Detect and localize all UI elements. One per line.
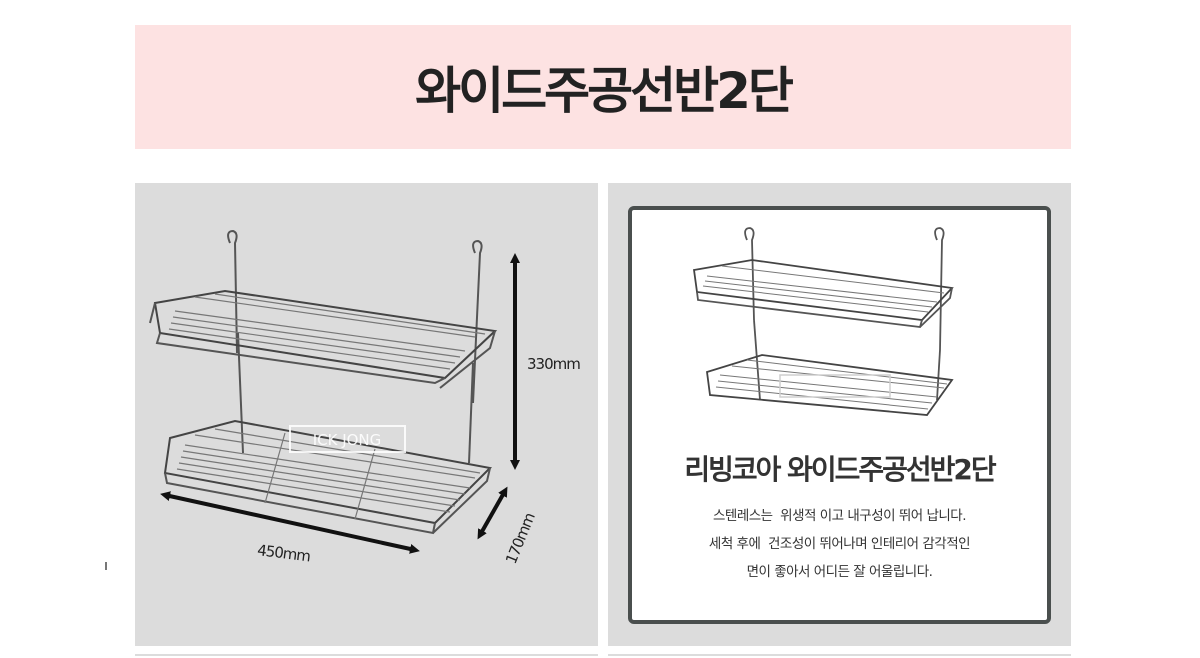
divider xyxy=(608,654,1071,656)
card-description-line: 면이 좋아서 어디든 잘 어울립니다. xyxy=(746,564,933,580)
shelf-image-small xyxy=(692,227,954,416)
depth-arrow xyxy=(477,486,508,540)
card-description: 스텐레스는 위생적 이고 내구성이 뛰어 납니다. 세척 후에 건조성이 뛰어나… xyxy=(632,502,1047,586)
product-card: 리빙코아 와이드주공선반2단 스텐레스는 위생적 이고 내구성이 뛰어 납니다.… xyxy=(628,206,1051,624)
width-arrow xyxy=(160,491,420,554)
card-description-line: 스텐레스는 위생적 이고 내구성이 뛰어 납니다. xyxy=(712,508,967,524)
side-mark xyxy=(105,562,107,570)
shelf-dimension-illustration: ICK JONG 330mm 450mm 170mm xyxy=(149,229,581,566)
page-title: 와이드주공선반2단 xyxy=(415,62,794,120)
divider xyxy=(135,654,598,656)
depth-label: 170mm xyxy=(502,510,539,566)
card-title: 리빙코아 와이드주공선반2단 xyxy=(684,453,996,486)
watermark-text: ICK JONG xyxy=(313,431,382,449)
product-card-panel: 리빙코아 와이드주공선반2단 스텐레스는 위생적 이고 내구성이 뛰어 납니다.… xyxy=(608,183,1071,646)
title-banner: 와이드주공선반2단 xyxy=(135,25,1071,149)
watermark: ICK JONG xyxy=(289,425,406,453)
card-description-line: 세척 후에 건조성이 뛰어나며 인테리어 감각적인 xyxy=(708,536,971,552)
height-label: 330mm xyxy=(527,355,580,373)
shelf-image xyxy=(149,229,498,535)
dimension-panel: ICK JONG 330mm 450mm 170mm xyxy=(135,183,598,646)
width-label: 450mm xyxy=(256,541,311,565)
